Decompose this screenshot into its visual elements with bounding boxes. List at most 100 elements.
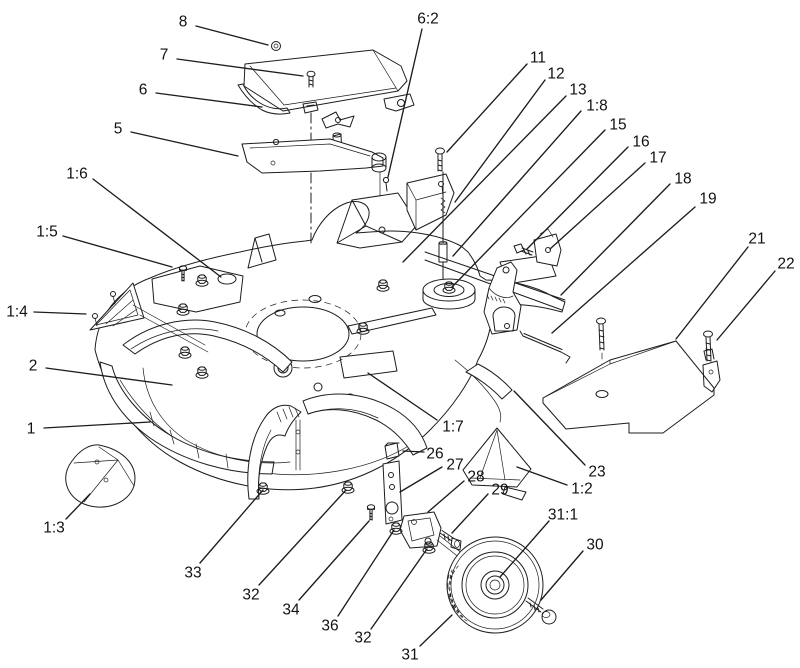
callout-layer: 87656:21:61:51:4211:31112131:81516171819… — [6, 11, 794, 664]
rod-23 — [519, 330, 571, 364]
callout-1:4: 1:4 — [6, 304, 28, 321]
spacer-1-8 — [438, 242, 448, 263]
callout-1: 1 — [27, 421, 36, 438]
leader-line-1:3 — [65, 493, 91, 520]
leader-line-1 — [43, 421, 151, 429]
callout-18: 18 — [674, 171, 691, 188]
wheel-hub-31-1 — [480, 570, 510, 600]
wheel-assembly — [256, 442, 557, 634]
callout-2: 2 — [29, 358, 38, 375]
bracket-12 — [406, 173, 455, 231]
leader-line-2 — [45, 367, 173, 386]
callout-1:6: 1:6 — [66, 166, 88, 183]
bolt-16 — [513, 243, 534, 256]
leader-line-28 — [427, 480, 465, 513]
nut-8 — [271, 41, 281, 51]
deflector-1-2 — [462, 427, 532, 501]
leader-line-1:4 — [33, 311, 87, 315]
gear-housing-28 — [399, 511, 442, 549]
leader-line-12 — [454, 79, 546, 203]
leader-line-1:6 — [92, 178, 222, 278]
callout-1:2: 1:2 — [571, 481, 593, 498]
leader-line-23 — [513, 390, 586, 466]
leader-line-18 — [560, 183, 671, 296]
leader-line-11 — [446, 63, 528, 153]
top-cover-assembly — [237, 41, 415, 244]
callout-1:3: 1:3 — [43, 520, 65, 537]
leader-line-22 — [716, 270, 776, 341]
screw-34 — [366, 504, 376, 521]
leader-line-7 — [176, 58, 304, 77]
bolt-19 — [596, 317, 606, 391]
leader-line-1:2 — [516, 466, 568, 486]
deflector-edge — [465, 363, 513, 400]
leader-line-17 — [549, 162, 646, 250]
wheel-31 — [446, 536, 544, 634]
right-side-parts — [406, 147, 721, 501]
callout-31:1: 31:1 — [548, 507, 578, 524]
callout-19: 19 — [699, 191, 716, 208]
screw-6-2 — [382, 176, 390, 184]
leader-line-30 — [540, 550, 584, 601]
callout-23: 23 — [588, 464, 605, 481]
leader-line-8 — [195, 25, 269, 46]
leader-line-1:7 — [367, 372, 438, 421]
cover-7 — [243, 49, 408, 112]
callout-22: 22 — [777, 256, 794, 273]
callout-6:2: 6:2 — [417, 11, 439, 28]
leader-line-32b — [370, 548, 428, 630]
screw-7 — [306, 70, 316, 78]
callout-21: 21 — [748, 231, 765, 248]
callout-34: 34 — [282, 602, 300, 619]
leader-line-36 — [337, 529, 395, 617]
callout-12: 12 — [547, 66, 564, 83]
leader-line-1:8 — [452, 110, 582, 257]
rear-guard — [247, 404, 302, 500]
deck-fin — [247, 233, 277, 269]
callout-5: 5 — [114, 121, 123, 138]
leader-line-27 — [399, 466, 443, 493]
deck-decal — [339, 350, 398, 379]
callout-8: 8 — [179, 14, 188, 31]
bolt-11 — [435, 147, 445, 155]
wing-clip — [321, 111, 355, 129]
block-26 — [384, 442, 400, 460]
bolt-29 — [439, 530, 462, 551]
callout-28: 28 — [467, 469, 484, 486]
chute-cover-21 — [542, 340, 721, 434]
cover-lip-6 — [237, 83, 291, 115]
callout-27: 27 — [446, 457, 463, 474]
leader-line-31 — [419, 614, 453, 647]
leader-line-34 — [298, 520, 370, 601]
callout-11: 11 — [530, 50, 546, 67]
callout-1:5: 1:5 — [36, 224, 58, 241]
guard-1-4 — [89, 282, 145, 331]
leader-line-26 — [402, 450, 425, 453]
leader-line-5 — [130, 131, 239, 157]
tray-5 — [241, 138, 384, 174]
callout-15: 15 — [609, 117, 626, 134]
leader-line-15 — [451, 129, 606, 288]
bracket-17 — [533, 233, 562, 267]
callout-36: 36 — [321, 618, 338, 635]
callout-29: 29 — [491, 482, 508, 499]
arm-plate-27 — [382, 460, 403, 525]
bolt-30 — [525, 597, 557, 625]
blade-opening — [256, 306, 350, 362]
callout-32b: 32 — [354, 630, 371, 647]
cover-corner-bracket — [383, 93, 415, 112]
callout-1:8: 1:8 — [586, 98, 608, 115]
leader-line-21 — [675, 246, 749, 340]
leader-line-13 — [402, 95, 567, 263]
callout-32: 32 — [242, 587, 259, 604]
callout-6: 6 — [139, 82, 148, 99]
height-adjuster — [483, 261, 522, 335]
leader-line-16 — [526, 146, 629, 250]
callout-30: 30 — [586, 537, 604, 554]
callout-13: 13 — [569, 82, 586, 99]
callout-26: 26 — [426, 446, 443, 463]
leader-line-29 — [451, 493, 489, 534]
leader-line-19 — [551, 206, 696, 334]
